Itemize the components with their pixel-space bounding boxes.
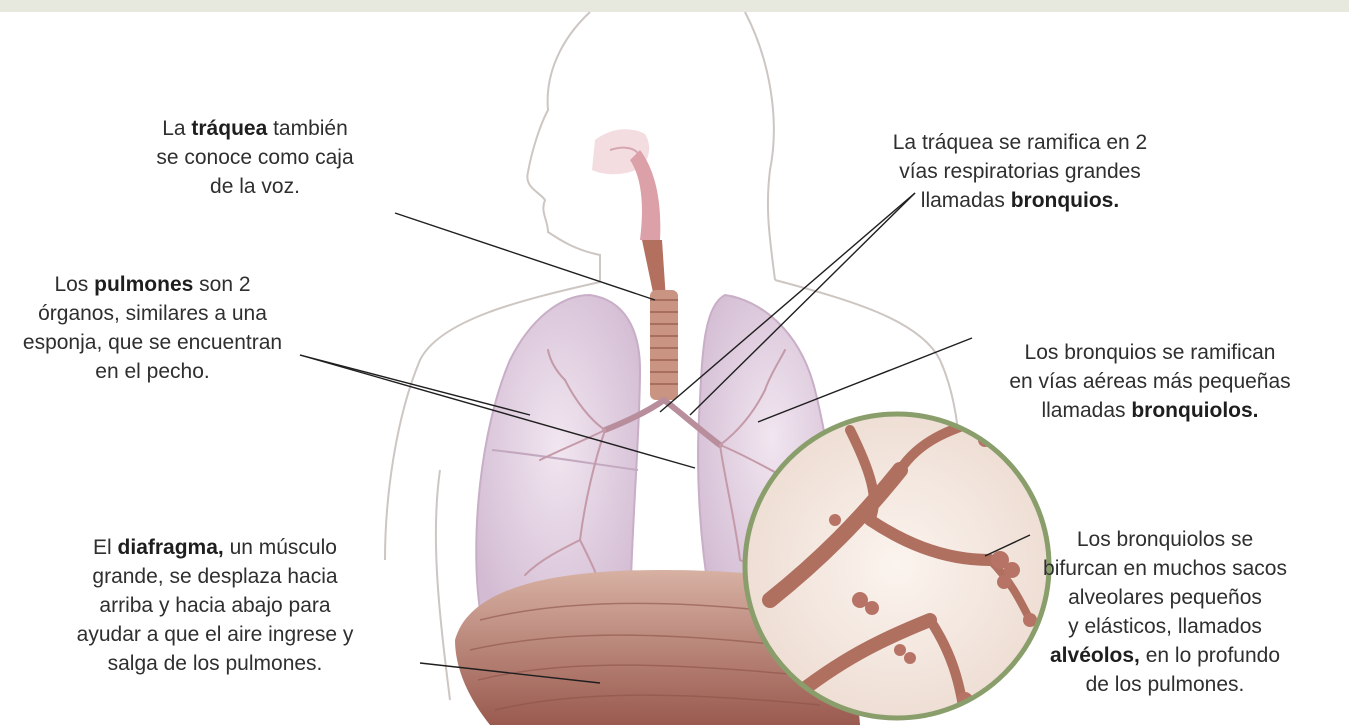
- label-bronchi: La tráquea se ramifica en 2 vías respira…: [855, 128, 1185, 215]
- leader-trachea: [395, 213, 655, 300]
- alveoli-inset: [745, 411, 1049, 720]
- upper-airway: [592, 129, 660, 240]
- label-trachea: La tráquea también se conoce como caja d…: [120, 114, 390, 201]
- label-lungs: Los pulmones son 2 órganos, similares a …: [0, 270, 305, 386]
- trachea: [642, 240, 678, 400]
- label-diaphragm: El diafragma, un músculo grande, se desp…: [30, 533, 400, 678]
- label-alveoli: Los bronquiolos se bifurcan en muchos sa…: [1005, 525, 1325, 699]
- label-bronchioles: Los bronquios se ramifican en vías aérea…: [965, 338, 1335, 425]
- leader-lungs-a: [300, 355, 530, 415]
